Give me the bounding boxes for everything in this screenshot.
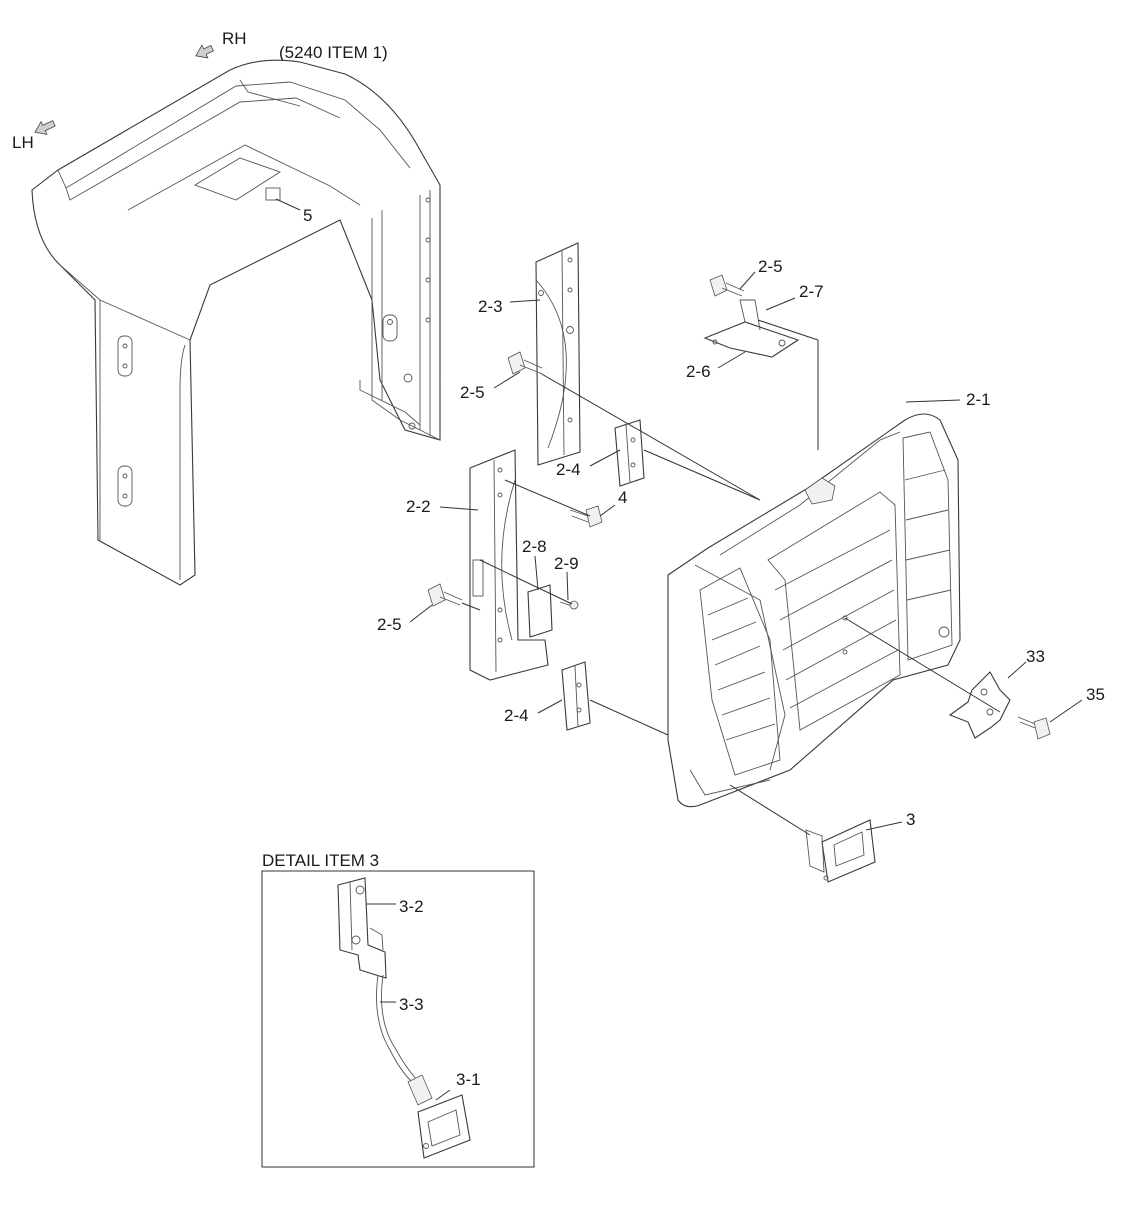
reference-label: (5240 ITEM 1)	[279, 43, 388, 62]
bracket-2-3	[535, 242, 581, 466]
label-4: 4	[618, 488, 627, 507]
label-33: 33	[1026, 647, 1045, 666]
label-3: 3	[906, 810, 915, 829]
lh-arrow-icon	[34, 120, 56, 135]
label-3-1: 3-1	[456, 1070, 481, 1089]
label-5: 5	[303, 206, 312, 225]
leader-lines	[275, 198, 1083, 831]
screw-35	[1017, 716, 1051, 740]
label-2-5-top: 2-5	[758, 257, 783, 276]
bracket-2-6	[703, 299, 800, 358]
grille-2-1	[667, 413, 961, 808]
label-2-4-top: 2-4	[556, 460, 581, 479]
item-5-decal	[265, 187, 281, 201]
bolt-4	[569, 505, 603, 528]
bracket-2-2	[469, 449, 549, 681]
assembly-lines	[461, 319, 1001, 836]
detail-part-3-2	[337, 877, 387, 979]
label-35: 35	[1086, 685, 1105, 704]
bolt-2-5-mid	[507, 351, 543, 375]
bracket-2-4-lower	[561, 661, 591, 731]
label-2-5-mid: 2-5	[460, 383, 485, 402]
hood-frame	[31, 59, 441, 586]
label-2-5-low: 2-5	[377, 615, 402, 634]
bolt-2-5-low	[427, 583, 463, 607]
bracket-2-4-upper	[614, 419, 645, 487]
label-2-9: 2-9	[554, 554, 579, 573]
label-2-2: 2-2	[406, 497, 431, 516]
rh-arrow-icon	[195, 44, 214, 59]
detail-part-3-1	[407, 1074, 471, 1159]
detail-part-3-3-cable	[376, 974, 417, 1083]
latch-3	[805, 819, 876, 883]
label-3-3: 3-3	[399, 995, 424, 1014]
lh-label: LH	[12, 133, 34, 152]
label-2-8: 2-8	[522, 537, 547, 556]
detail-leader-lines	[366, 903, 451, 1101]
label-3-2: 3-2	[399, 897, 424, 916]
label-2-6: 2-6	[686, 362, 711, 381]
plate-33	[948, 671, 1011, 739]
label-2-4-low: 2-4	[504, 706, 529, 725]
plate-2-8	[527, 584, 553, 638]
label-2-7: 2-7	[799, 282, 824, 301]
screw-2-9	[559, 600, 579, 610]
label-2-3: 2-3	[478, 297, 503, 316]
label-2-1: 2-1	[966, 390, 991, 409]
bolt-2-5-top	[709, 274, 745, 297]
detail-title: DETAIL ITEM 3	[262, 851, 379, 870]
rh-label: RH	[222, 29, 247, 48]
detail-box	[261, 870, 535, 1168]
